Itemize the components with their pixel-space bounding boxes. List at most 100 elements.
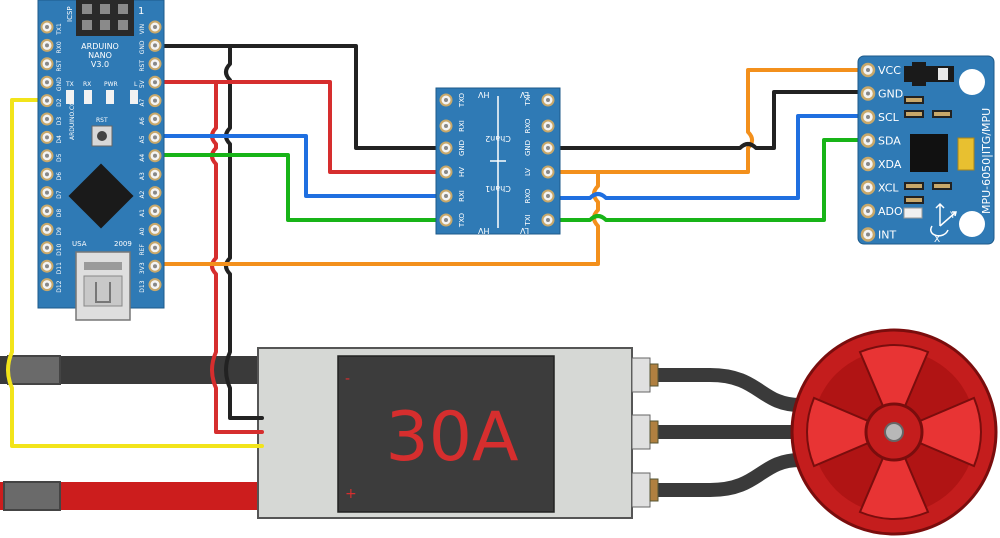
reset-button-label: RST: [96, 117, 108, 124]
mpu-pin-label: ADO: [878, 205, 903, 218]
nano-pin-d5[interactable]: D5: [40, 149, 64, 163]
shifter-pin-label: RXI: [458, 120, 466, 132]
wire-green-sda: [546, 138, 868, 222]
mpu-pin-sda[interactable]: SDA: [860, 133, 901, 148]
shifter-pin-lv-lv[interactable]: LV: [524, 165, 555, 179]
nano-pin-d10[interactable]: D10: [40, 241, 64, 256]
nano-pin-label: D11: [56, 262, 63, 274]
nano-pin-label: A3: [139, 172, 146, 180]
nano-arduino-cc: ARDUINO.CC: [69, 102, 76, 140]
nano-pin-vin[interactable]: VIN: [139, 20, 162, 35]
motor-shaft: [884, 422, 904, 442]
nano-pin-label: GND: [56, 77, 63, 91]
shifter-pin-hv-rxi[interactable]: RXI: [439, 189, 467, 203]
shifter-pin-label: GND: [524, 140, 532, 156]
mpu-pin-gnd[interactable]: GND: [860, 86, 903, 101]
shifter-pin-hv-hv[interactable]: HV: [439, 165, 467, 179]
nano-pin-rst[interactable]: RST: [40, 57, 64, 72]
nano-pin-a4[interactable]: A4: [139, 149, 162, 163]
shifter-pin-lv-gnd[interactable]: GND: [524, 140, 555, 156]
mpu-pin-label: VCC: [878, 64, 901, 77]
nano-pin-label: 3V3: [139, 262, 146, 274]
mpu-pin-xcl[interactable]: XCL: [860, 180, 899, 195]
mpu-pin-label: XCL: [878, 182, 899, 195]
nano-pin-a5[interactable]: A5: [139, 130, 162, 144]
nano-pin-d11[interactable]: D11: [40, 259, 64, 275]
nano-pin-3v3[interactable]: 3V3: [139, 259, 162, 274]
esc-minus: -: [345, 371, 350, 387]
wire-blue-a5: [156, 134, 442, 198]
led-pwr-label: PWR: [104, 81, 118, 88]
esc-panel: [337, 355, 555, 513]
nano-pin-label: A6: [139, 117, 146, 125]
mpu-pin-vcc[interactable]: VCC: [860, 62, 901, 78]
motor-phase-wires: [648, 368, 807, 497]
mpu-pin-header: VCC GND SCL SDA XDA XCL ADO INT: [860, 62, 903, 242]
mpu6050-module: Y X MPU-6050|ITG/MPU VCCGNDSCLSDAXDAXCLA…: [857, 55, 995, 245]
nano-pin-d7[interactable]: D7: [40, 186, 64, 200]
nano-pin-label: A2: [139, 190, 146, 198]
nano-pin-gnd[interactable]: GND: [40, 75, 64, 91]
mpu-pin-int[interactable]: INT: [860, 227, 896, 242]
shifter-pin-hv-txo[interactable]: TXO: [439, 212, 467, 228]
mpu-capacitor: [957, 137, 975, 171]
led-l: [130, 90, 138, 104]
mpu-pin-xda[interactable]: XDA: [860, 156, 902, 172]
nano-pin-label: 5V: [139, 79, 146, 88]
wire-green-a4: [156, 153, 442, 222]
nano-pin-ref[interactable]: REF: [139, 241, 162, 256]
mpu-pin-scl[interactable]: SCL: [860, 109, 900, 125]
nano-pin-d4[interactable]: D4: [40, 130, 64, 144]
mpu-mount-hole-bottom: [959, 211, 985, 237]
shifter-pin-label: TXI: [524, 214, 532, 226]
shifter-pin-label: RXI: [458, 190, 466, 202]
nano-pin-label: REF: [139, 244, 146, 256]
nano-pin-d13[interactable]: D13: [139, 278, 162, 293]
icsp-header: ICSP 1: [66, 0, 144, 36]
nano-pin-d8[interactable]: D8: [40, 204, 64, 218]
nano-pin-label: A0: [139, 227, 146, 235]
shifter-pin-lv-rxo[interactable]: RXO: [524, 118, 555, 133]
nano-pin-rx0[interactable]: RX0: [40, 38, 64, 54]
nano-pin-a1[interactable]: A1: [139, 204, 162, 218]
led-tx-label: TX: [65, 81, 74, 88]
nano-pin-label: A5: [139, 135, 146, 143]
nano-pin-label: RST: [56, 60, 63, 72]
nano-year-label: 2009: [114, 240, 132, 248]
shifter-pin-label: GND: [458, 140, 466, 156]
nano-pin-d12[interactable]: D12: [40, 278, 64, 293]
led-l-label: L: [134, 81, 138, 88]
nano-pin-label: D12: [56, 280, 63, 292]
shifter-pin-lv-txi[interactable]: TXI: [524, 93, 555, 107]
esc: - + 30A: [257, 347, 659, 519]
nano-pin-5v[interactable]: 5V: [139, 75, 162, 89]
nano-pin-a0[interactable]: A0: [139, 222, 162, 236]
shifter-pin-hv-txo[interactable]: TXO: [439, 92, 467, 108]
nano-pin-a2[interactable]: A2: [139, 186, 162, 200]
nano-pin-a6[interactable]: A6: [139, 112, 162, 126]
shifter-pin-lv-rxo[interactable]: RXO: [524, 188, 555, 203]
shifter-pin-label: TXO: [458, 92, 466, 108]
battery-leads: [0, 355, 262, 511]
mpu-pin-ado[interactable]: ADO: [860, 203, 903, 219]
nano-pin-label: GND: [139, 40, 146, 54]
mpu-name: MPU-6050|ITG/MPU: [980, 108, 993, 214]
shifter-pin-hv-rxi[interactable]: RXI: [439, 119, 467, 133]
shifter-pin-label: TXO: [458, 212, 466, 228]
mpu-pin-label: SDA: [878, 135, 901, 148]
nano-pin-d2[interactable]: D2: [40, 94, 64, 108]
nano-pin-rst[interactable]: RST: [139, 57, 162, 72]
nano-pin-d6[interactable]: D6: [40, 167, 64, 181]
nano-pin-d3[interactable]: D3: [40, 112, 64, 126]
nano-pin-label: D3: [56, 117, 63, 126]
mpu-axis-y: Y: [949, 211, 956, 221]
shifter-pin-hv-gnd[interactable]: GND: [439, 140, 467, 156]
nano-pin-d9[interactable]: D9: [40, 222, 64, 236]
nano-pin-gnd[interactable]: GND: [139, 38, 162, 54]
nano-pin-a3[interactable]: A3: [139, 167, 162, 181]
nano-pin-tx1[interactable]: TX1: [40, 20, 64, 36]
nano-pin-label: D8: [56, 209, 63, 218]
nano-pin-a7[interactable]: A7: [139, 94, 162, 108]
shifter-pin-lv-txi[interactable]: TXI: [524, 213, 555, 227]
icsp-label: ICSP: [66, 6, 74, 22]
